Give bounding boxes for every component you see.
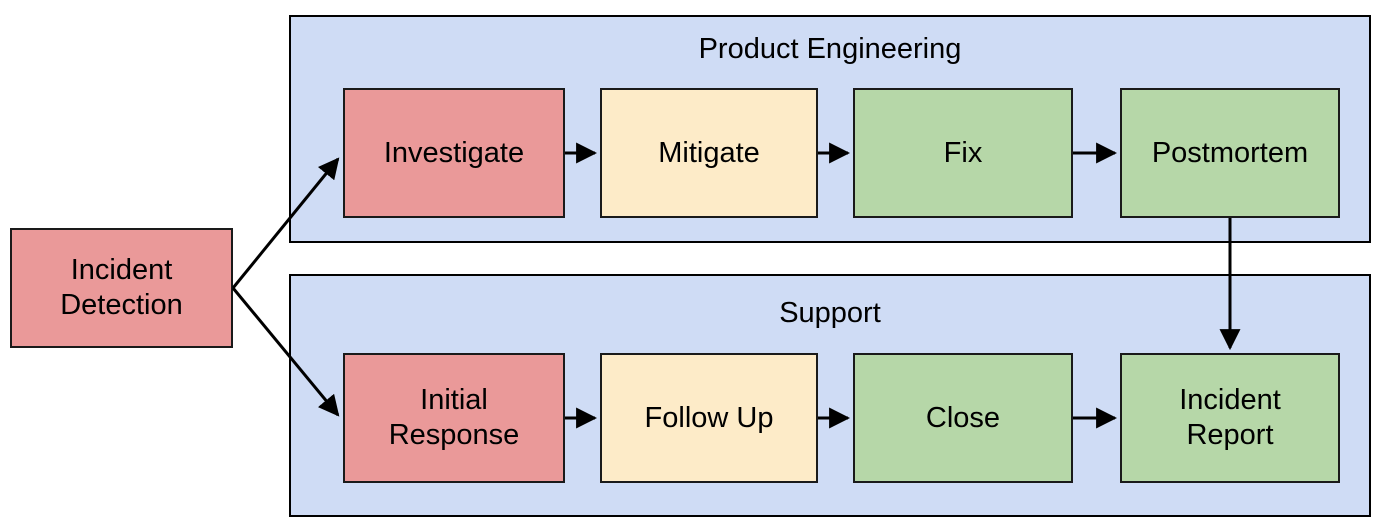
node-follow-up[interactable]: Follow Up [600,353,818,483]
node-postmortem[interactable]: Postmortem [1120,88,1340,218]
node-label-initial-response: Initial Response [388,384,520,451]
node-initial-response[interactable]: Initial Response [343,353,565,483]
node-incident-detection[interactable]: Incident Detection [10,228,233,348]
node-label-close: Close [925,401,1001,434]
node-label-investigate: Investigate [383,136,525,169]
swimlane-title-support: Support [779,297,881,329]
node-incident-report[interactable]: Incident Report [1120,353,1340,483]
node-investigate[interactable]: Investigate [343,88,565,218]
node-label-postmortem: Postmortem [1151,136,1309,169]
node-close[interactable]: Close [853,353,1073,483]
node-label-fix: Fix [943,136,983,169]
node-label-incident-report: Incident Report [1179,384,1281,451]
node-fix[interactable]: Fix [853,88,1073,218]
node-label-incident-detection: Incident Detection [60,254,183,321]
node-label-mitigate: Mitigate [658,136,760,169]
node-label-follow-up: Follow Up [644,401,774,434]
swimlane-title-product-engineering: Product Engineering [698,33,962,65]
node-mitigate[interactable]: Mitigate [600,88,818,218]
